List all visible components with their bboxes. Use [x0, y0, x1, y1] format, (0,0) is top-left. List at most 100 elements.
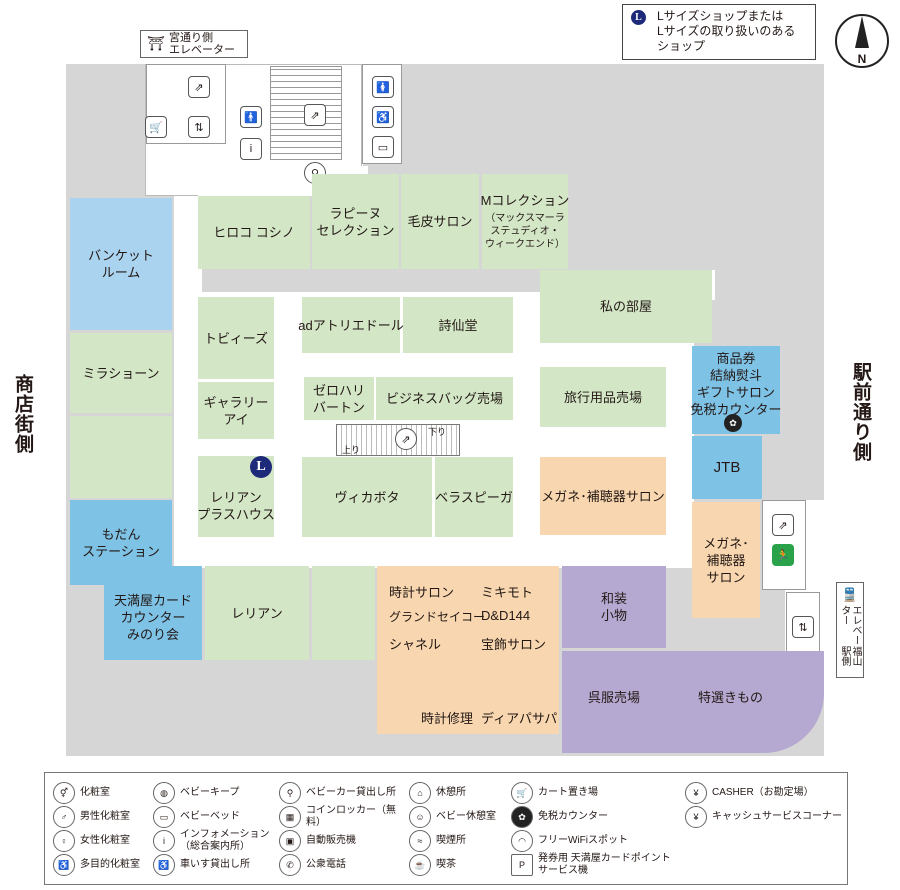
shop-tokusen-kimono: 特選きもの [698, 690, 764, 705]
shop-shisendo[interactable]: 詩仙堂 [403, 297, 513, 353]
shop-watch-repair: 時計修理 [421, 711, 474, 726]
rest-area-icon: ⌂ [409, 782, 431, 804]
shop-card-line3: みのり会 [126, 626, 179, 642]
point-service-icon: P [511, 854, 533, 876]
shop-vicabota[interactable]: ヴィカボタ [302, 457, 432, 537]
shop-bellas-piga[interactable]: ベラスピーガ [435, 457, 513, 537]
shop-vicabota-label: ヴィカボタ [334, 489, 400, 505]
shop-jtb-label: JTB [713, 459, 741, 476]
street-label-left: 商店街側 [12, 374, 33, 454]
shop-mira-schon[interactable]: ミラショーン [70, 333, 172, 413]
womens-room-icon: 🚺 [372, 76, 394, 98]
shop-dia-pasapa: ディアパサパ [481, 711, 558, 726]
cashier-icon: ¥ [685, 782, 707, 804]
shop-hiroko-koshino[interactable]: ヒロコ コシノ [198, 196, 310, 269]
shop-leilian-plus-line1: レリアン [210, 489, 262, 505]
shop-zero-halliburton[interactable]: ゼロハリ バートン [304, 377, 374, 420]
shop-fur-salon-label: 毛皮サロン [407, 214, 473, 229]
shop-bizbag-label: ビジネスバッグ売場 [385, 391, 503, 406]
shop-m-collection[interactable]: Mコレクション （マックスマーラ ステュディオ・ ウィークエンド） [481, 174, 569, 269]
shop-mira-schon-label: ミラショーン [82, 365, 160, 381]
shop-lapine-selection[interactable]: ラピーヌ セレクション [312, 174, 399, 269]
shop-business-bag[interactable]: ビジネスバッグ売場 [376, 377, 513, 420]
legend-label: ベビー休憩室 [436, 811, 496, 822]
baby-keep-icon: ♿ [372, 106, 394, 128]
lower-left-wing [66, 662, 412, 756]
legend-item: ◍ベビーキープ [153, 781, 278, 805]
legend-item: ☺ ベビー休憩室 [409, 805, 509, 829]
shop-lapine-line1: ラピーヌ [329, 205, 382, 221]
shop-gallery-line1: ギャラリー [203, 394, 269, 410]
jewelry-watch-area[interactable]: 時計サロン ミキモト グランドセイコー D&D144 シャネル 宝飾サロン 時計… [377, 566, 559, 734]
shop-tobys-label: トビィーズ [203, 330, 269, 346]
legend-col6: ¥CASHER（お勘定場） ¥キャッシュサービスコーナー [685, 781, 845, 829]
kimono-area[interactable]: 呉服売場 特選きもの [562, 651, 824, 753]
information-icon: i [153, 830, 175, 852]
stroller-rental-icon: ⚲ [279, 782, 301, 804]
shop-zero-line1: ゼロハリ [312, 382, 365, 398]
baby-rest-room-icon: ☺ [409, 806, 431, 828]
shop-gallery-ai[interactable]: ギャラリー アイ [198, 382, 274, 439]
shop-jtb[interactable]: JTB [692, 436, 762, 499]
legend-item: ▭ベビーベッド [153, 805, 278, 829]
baby-keep-icon: ◍ [153, 782, 175, 804]
shop-unnamed-bottom[interactable] [312, 566, 375, 660]
cash-service-icon: ¥ [685, 806, 707, 828]
shop-card-line2: カウンター [120, 609, 186, 625]
free-wifi-icon: ◠ [511, 830, 533, 852]
legend-col4: ⌂休憩所 ☺ベビー休憩室 ≈喫煙所 ☕喫茶 [409, 781, 509, 877]
shop-travel-goods[interactable]: 旅行用品売場 [540, 367, 666, 427]
shop-m-collection-sub3: ウィークエンド） [485, 239, 565, 250]
legend-label: 自動販売機 [306, 835, 356, 846]
shop-banquet-room[interactable]: バンケット ルーム [70, 198, 172, 330]
legend-label: カート置き場 [538, 787, 598, 798]
l-size-marker: L [631, 10, 646, 25]
compass: N [834, 8, 890, 74]
l-size-marker: L [250, 456, 272, 478]
compass-north-label: N [857, 52, 867, 66]
shop-card-line1: 天満屋カード [113, 592, 192, 608]
shop-m-collection-sub2: ステュディオ・ [490, 226, 560, 237]
legend-label: 喫茶 [436, 859, 456, 870]
legend-item: ♀女性化粧室 [53, 829, 153, 853]
shop-jewelry-salon: 宝飾サロン [481, 637, 547, 652]
escalator-icon: ⇗ [188, 76, 210, 98]
smoking-area-icon: ≈ [409, 830, 431, 852]
legend-label: ベビーカー貸出し所 [306, 787, 396, 798]
shop-gift-line1: 商品券 [716, 351, 756, 366]
l-size-legend-line1: Lサイズショップまたは [657, 9, 784, 23]
shop-ad-label: adアトリエドール [298, 317, 404, 333]
shop-watashi-no-heya[interactable]: 私の部屋 [540, 270, 712, 343]
shop-glasses-hearing-salon-2[interactable]: メガネ･ 補聴器 サロン [692, 502, 760, 618]
escalator-icon: ⇗ [772, 514, 794, 536]
shop-shisendo-label: 詩仙堂 [438, 317, 478, 333]
shop-mikimoto: ミキモト [481, 585, 534, 600]
shop-gallery-line2: アイ [223, 411, 249, 427]
shop-tobys[interactable]: トビィーズ [198, 297, 274, 379]
shop-fur-salon[interactable]: 毛皮サロン [401, 174, 479, 269]
shop-m-collection-sub1: （マックスマーラ [485, 213, 565, 224]
legend-item: ▣自動販売機 [279, 829, 407, 853]
shop-leilian[interactable]: レリアン [205, 566, 309, 660]
legend-item: ▦コインロッカー（無料） [279, 805, 407, 829]
powder-room-icon: ⚥ [53, 782, 75, 804]
legend-label: 発券用 天満屋カードポイントサービス機 [538, 853, 671, 876]
wheelchair-rental-icon: ♿ [153, 854, 175, 876]
legend-col1: ⚥化粧室 ♂男性化粧室 ♀女性化粧室 ♿多目的化粧室 [53, 781, 153, 877]
legend-label: 多目的化粧室 [80, 859, 140, 870]
corridor [174, 196, 202, 566]
shop-dd144: D&D144 [481, 608, 531, 623]
emergency-exit-icon: 🏃 [772, 544, 794, 566]
shop-ad-atelier-doll[interactable]: adアトリエドール [298, 297, 404, 353]
shop-glasses-hearing-aid-salon[interactable]: メガネ･補聴器サロン [540, 457, 666, 535]
right-elevator-text: 福山駅側 エレベーター [839, 605, 861, 673]
shop-japanese-accessories[interactable]: 和装 小物 [562, 566, 666, 648]
tax-free-counter-icon: ✿ [511, 806, 533, 828]
shop-gofuku: 呉服売場 [588, 690, 641, 705]
shop-unnamed-left[interactable] [70, 416, 172, 498]
top-elevator-line1: 宮通り側 [169, 32, 213, 44]
shop-megane2-line1: メガネ･ [703, 535, 749, 551]
legend-item: ≈喫煙所 [409, 829, 509, 853]
